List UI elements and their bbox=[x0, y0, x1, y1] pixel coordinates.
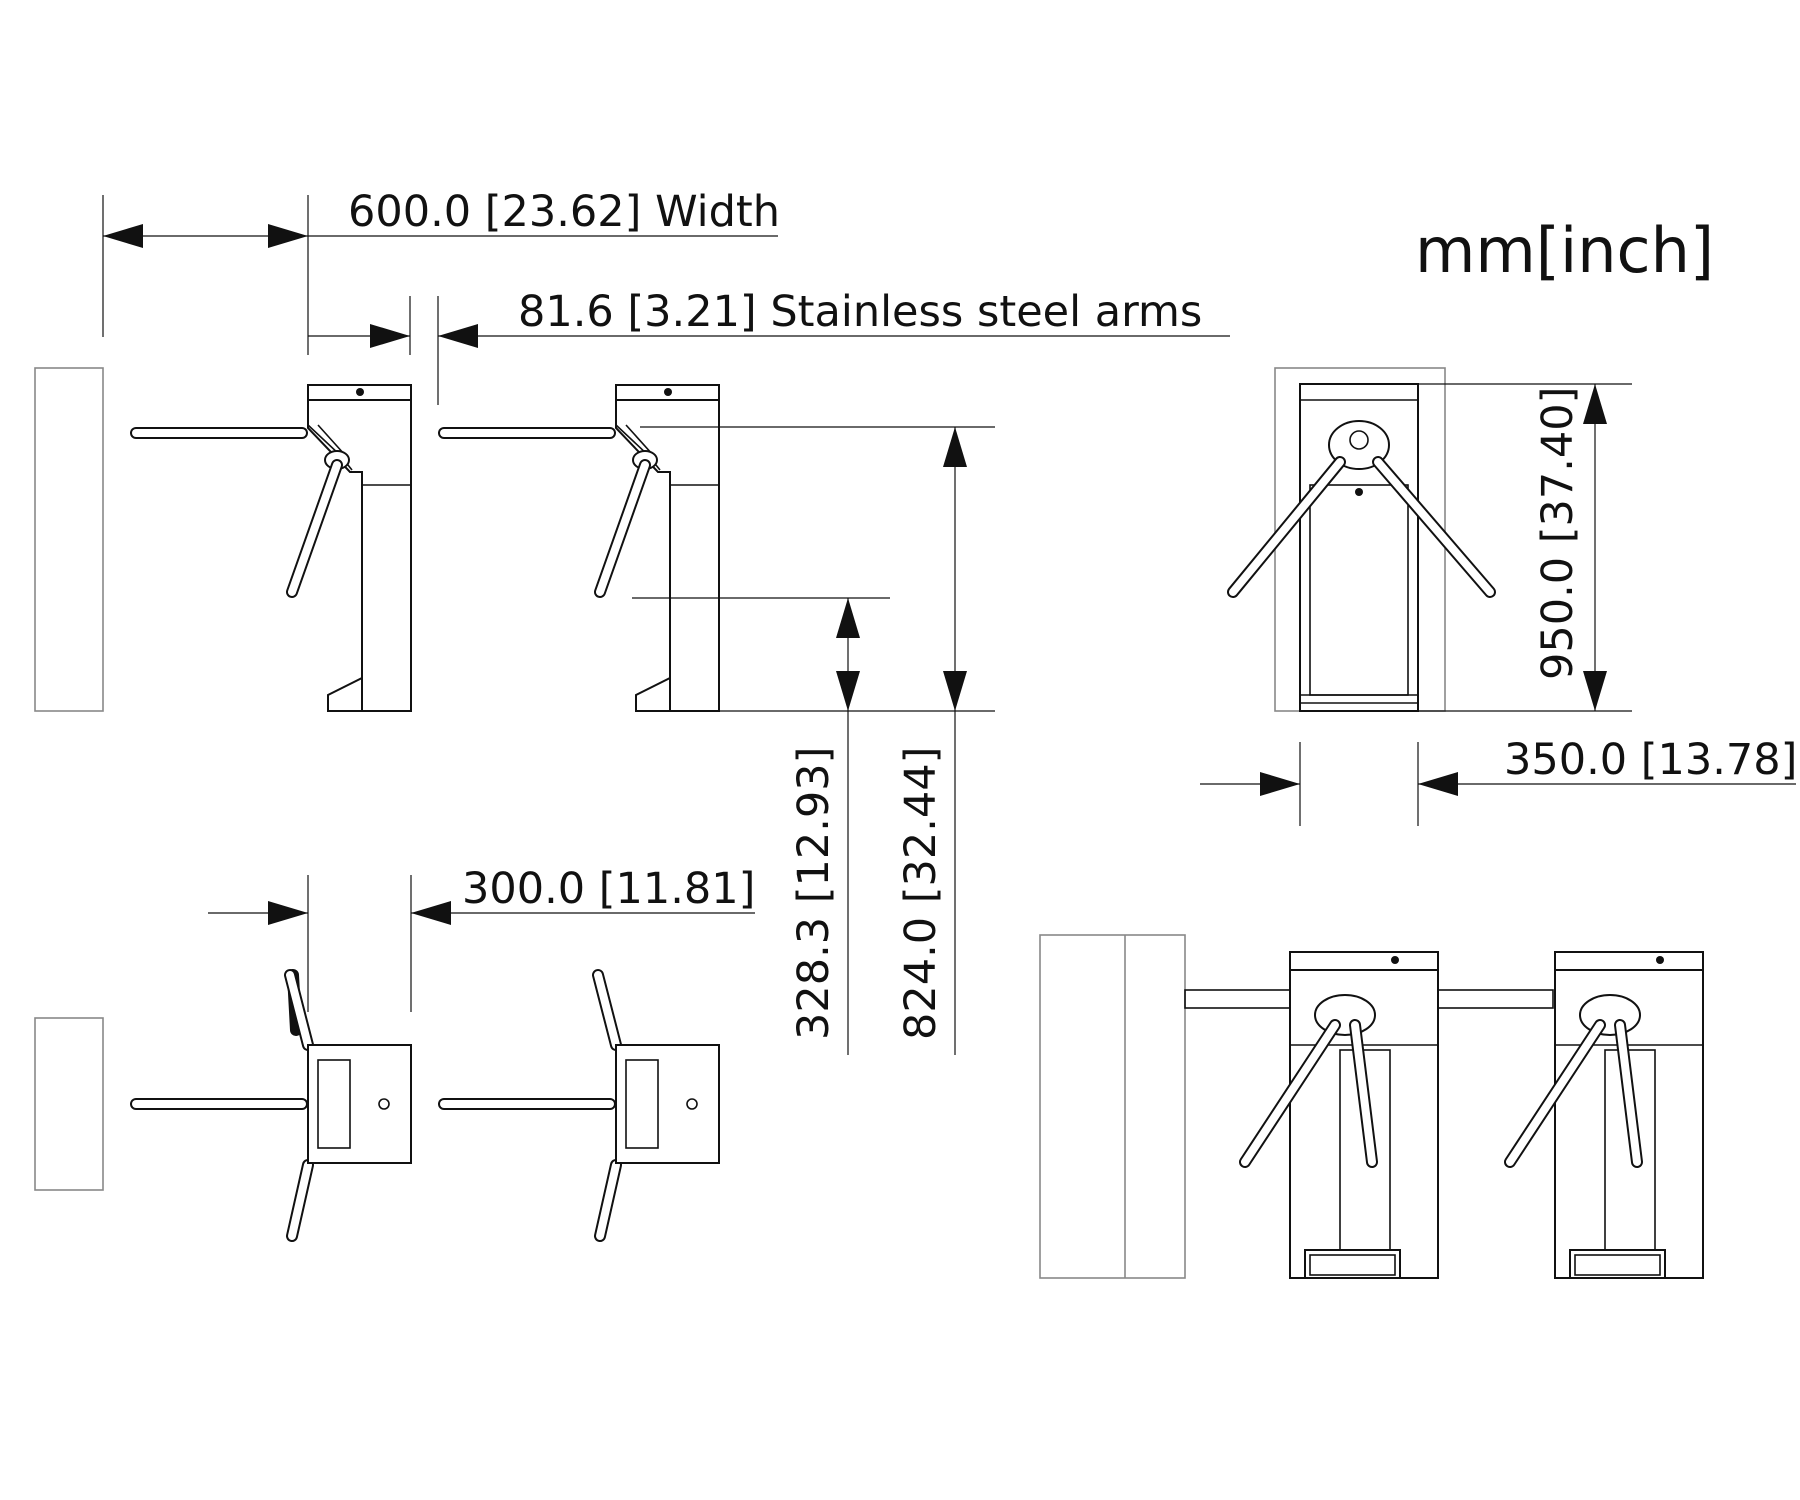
top-view-wall-panel bbox=[34, 1017, 104, 1191]
installation-view bbox=[1039, 934, 1704, 1279]
arms-dimension: 81.6 [3.21] Stainless steel arms bbox=[308, 287, 1230, 405]
units-label: mm[inch] bbox=[1415, 214, 1714, 287]
height-dimensions: 328.3 [12.93] 824.0 [32.44] bbox=[632, 426, 995, 1055]
width-label: 600.0 [23.62] Width bbox=[348, 187, 780, 237]
top-view-turnstile-right bbox=[438, 969, 720, 1242]
body-width-label: 350.0 [13.78] bbox=[1504, 735, 1797, 785]
side-view: 328.3 [12.93] 824.0 [32.44] bbox=[34, 367, 995, 1055]
width-dimension: 600.0 [23.62] Width bbox=[102, 187, 780, 355]
top-view-turnstile-left bbox=[130, 969, 412, 1242]
side-view-wall-panel bbox=[34, 367, 104, 712]
top-depth-label: 300.0 [11.81] bbox=[462, 864, 755, 914]
arm-height-label: 328.3 [12.93] bbox=[789, 747, 839, 1040]
installation-turnstile-1 bbox=[1184, 951, 1439, 1279]
arms-label: 81.6 [3.21] Stainless steel arms bbox=[518, 287, 1202, 337]
overall-height-label: 950.0 [37.40] bbox=[1533, 387, 1583, 680]
top-view: 300.0 [11.81] bbox=[34, 864, 755, 1242]
side-view-turnstile-left bbox=[130, 384, 412, 712]
front-view: 950.0 [37.40] 350.0 [13.78] bbox=[1200, 367, 1797, 826]
side-view-turnstile-right bbox=[438, 384, 720, 712]
total-arm-height-label: 824.0 [32.44] bbox=[896, 747, 946, 1040]
installation-turnstile-2 bbox=[1437, 951, 1704, 1279]
